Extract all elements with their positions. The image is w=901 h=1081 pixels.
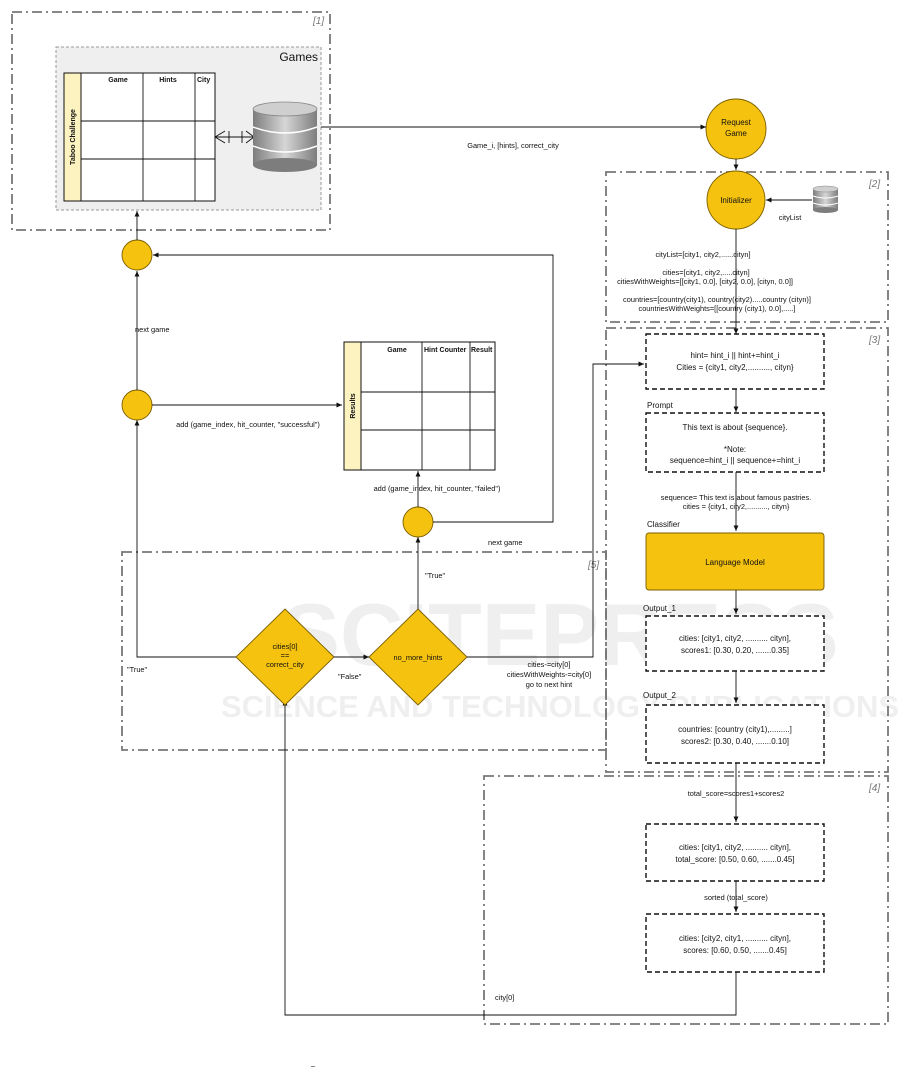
svg-text:*Note:: *Note:: [724, 445, 746, 454]
games-title: Games: [279, 50, 318, 64]
games-col-city: City: [197, 77, 210, 84]
initializer-text: cityList=[city1, city2,......cityn] citi…: [617, 250, 811, 313]
frame-section-3: [605, 327, 889, 773]
svg-text:countries=[country(city1), cou: countries=[country(city1), country(city2…: [623, 295, 811, 304]
output-1-label: Output_1: [643, 604, 676, 613]
results-col-hint-counter: Hint Counter: [424, 347, 467, 354]
results-col-result: Result: [471, 347, 493, 354]
next-game-label-1: next game: [135, 325, 170, 334]
svg-text:cities: [city2, city1, .......: cities: [city2, city1, .......... cityn]…: [679, 934, 791, 943]
games-database-icon: [252, 101, 318, 172]
city0-label: city[0]: [495, 993, 514, 1002]
svg-text:==: ==: [281, 651, 290, 660]
results-table-title: Results: [350, 393, 357, 418]
section-1-label: [1]: [312, 16, 324, 27]
remove-city-1: cities-=city[0]: [528, 660, 571, 669]
games-col-game: Game: [108, 77, 128, 84]
svg-text:cities[0]: cities[0]: [272, 642, 297, 651]
footer-mark: –: [311, 1061, 316, 1070]
svg-text:countriesWithWeights=[[country: countriesWithWeights=[[country (city1), …: [639, 304, 796, 313]
svg-text:This text is about {sequence}.: This text is about {sequence}.: [683, 423, 788, 432]
output-2-label: Output_2: [643, 691, 676, 700]
svg-text:Cities = {city1, city2,.......: Cities = {city1, city2,.........., cityn…: [676, 363, 793, 372]
add-failed-label: add (game_index, hit_counter, "failed"): [374, 484, 501, 493]
request-game-label-1: Request: [721, 118, 752, 127]
frame-section-5: [121, 551, 607, 751]
frame-section-1: [11, 11, 331, 231]
request-game-label-2: Game: [725, 129, 747, 138]
true-edge-1: [134, 420, 236, 658]
frame-section-2: [605, 171, 889, 323]
add-success-label: add (game_index, hit_counter, "successfu…: [176, 420, 320, 429]
hint-box: [645, 333, 825, 390]
next-hint-edge: [467, 361, 644, 658]
remove-city-2: citiesWithWeights-=city[0]: [507, 670, 591, 679]
next-game-edge-2: [153, 252, 554, 523]
false-label: "False": [338, 672, 362, 681]
games-table: Taboo Challenge Game Hints City: [63, 72, 216, 202]
svg-text:no_more_hints: no_more_hints: [394, 653, 443, 662]
section-3-label: [3]: [868, 335, 880, 346]
prompt-label: Prompt: [647, 401, 674, 410]
games-col-hints: Hints: [159, 77, 177, 84]
city0-return-edge: [282, 700, 737, 1016]
svg-text:scores: [0.60, 0.50, .......0.: scores: [0.60, 0.50, .......0.45]: [683, 946, 787, 955]
true-label-2: "True": [425, 571, 446, 580]
svg-text:cities: [city1, city2, .......: cities: [city1, city2, .......... cityn]…: [679, 843, 791, 852]
svg-text:scores2: [0.30, 0.40, .......0: scores2: [0.30, 0.40, .......0.10]: [681, 737, 789, 746]
sequence-text-1: sequence= This text is about famous past…: [661, 493, 811, 502]
er-relation: [214, 130, 255, 144]
svg-text:correct_city: correct_city: [266, 660, 304, 669]
svg-text:cities=[city1, city2,.....city: cities=[city1, city2,.....cityn]: [662, 268, 749, 277]
svg-text:cityList=[city1, city2,......c: cityList=[city1, city2,......cityn]: [655, 250, 750, 259]
failed-node: [402, 506, 434, 538]
output-2-box: [645, 704, 825, 764]
city-list-label: cityList: [779, 213, 802, 222]
total-score-box: [645, 823, 825, 882]
total-score-formula: total_score=scores1+scores2: [688, 789, 785, 798]
success-node: [121, 389, 153, 421]
remove-city-3: go to next hint: [526, 680, 572, 689]
decision-city-match: [235, 608, 335, 706]
svg-text:sequence=hint_i || sequence+=h: sequence=hint_i || sequence+=hint_i: [670, 456, 800, 465]
decision-no-more-hints: [368, 608, 468, 706]
prompt-box: [645, 412, 825, 473]
classifier-label: Classifier: [647, 520, 680, 529]
svg-text:citiesWithWeights=[[city1, 0.0: citiesWithWeights=[[city1, 0.0], [city2,…: [617, 277, 793, 286]
city-list-database-icon: [812, 185, 839, 213]
svg-text:total_score: [0.50, 0.60, ....: total_score: [0.50, 0.60, .......0.45]: [675, 855, 794, 864]
sorted-box: [645, 913, 825, 973]
true-label-1: "True": [127, 665, 148, 674]
svg-text:countries: [country (city1),..: countries: [country (city1),.........]: [678, 725, 792, 734]
results-col-game: Game: [387, 347, 407, 354]
sorted-label: sorted (total_score): [704, 893, 768, 902]
initializer-label: Initializer: [720, 196, 752, 205]
svg-text:scores1: [0.30, 0.20, .......0: scores1: [0.30, 0.20, .......0.35]: [681, 646, 789, 655]
results-table: Results Game Hint Counter Result: [343, 341, 496, 471]
language-model-label: Language Model: [705, 558, 765, 567]
game-edge-label: Game_i, [hints], correct_city: [467, 141, 559, 150]
next-game-label-2: next game: [488, 538, 523, 547]
section-4-label: [4]: [868, 783, 880, 794]
games-table-title: Taboo Challenge: [70, 109, 77, 165]
sequence-text-2: cities = {city1, city2,.........., cityn…: [683, 502, 790, 511]
output-1-box: [645, 615, 825, 672]
frame-section-4: [483, 775, 889, 1025]
svg-text:hint= hint_i || hint+=hint_i: hint= hint_i || hint+=hint_i: [691, 351, 780, 360]
section-2-label: [2]: [868, 179, 880, 190]
language-model-box: [645, 532, 825, 591]
merge-node: [121, 239, 153, 271]
svg-text:cities: [city1, city2, .......: cities: [city1, city2, .......... cityn]…: [679, 634, 791, 643]
